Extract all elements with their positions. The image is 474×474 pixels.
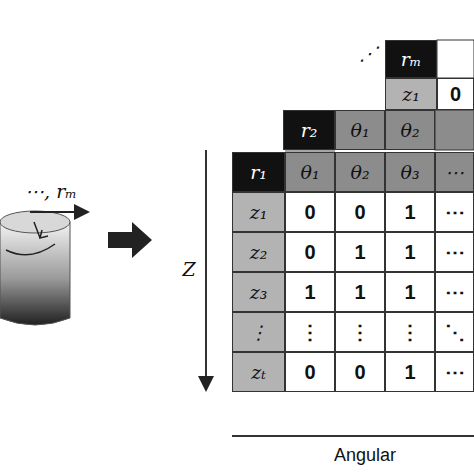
table-cell: ⋱ bbox=[435, 312, 474, 352]
ellipsis: ⋰ bbox=[350, 36, 386, 70]
table-cell: 0 bbox=[285, 352, 335, 392]
row-label: zₜ bbox=[232, 352, 285, 392]
table-cell: ⋯ bbox=[435, 192, 474, 232]
table-cell: 0 bbox=[285, 232, 335, 272]
table-cell: 1 bbox=[385, 192, 435, 232]
row-label: z₂ bbox=[232, 232, 285, 272]
row-label: z₁ bbox=[385, 78, 437, 110]
table-cell: 0 bbox=[335, 352, 385, 392]
table-cell: 1 bbox=[335, 232, 385, 272]
table-cell: 1 bbox=[385, 232, 435, 272]
column-header: ⋯ bbox=[435, 152, 474, 192]
transform-arrow bbox=[108, 222, 152, 258]
blank-cell bbox=[435, 110, 474, 150]
radius-label: ⋯, rₘ bbox=[8, 178, 94, 204]
table-cell: ⋯ bbox=[435, 272, 474, 312]
table-cell: ⋯ bbox=[435, 232, 474, 272]
column-header: θ₃ bbox=[385, 152, 435, 192]
column-header: θ₁ bbox=[335, 110, 385, 150]
table-header: r₂ bbox=[283, 110, 335, 150]
row-label: z₃ bbox=[232, 272, 285, 312]
axis-label: Z bbox=[176, 254, 202, 284]
table-cell: ⋮ bbox=[285, 312, 335, 352]
radius-arrow bbox=[30, 211, 86, 213]
table-cell: 0 bbox=[335, 192, 385, 232]
table-cell: 1 bbox=[385, 352, 435, 392]
axis-label: Angular bbox=[310, 442, 420, 468]
z-axis bbox=[205, 150, 207, 388]
table-cell: 1 bbox=[285, 272, 335, 312]
table-cell: 1 bbox=[335, 272, 385, 312]
table-cell: ⋮ bbox=[385, 312, 435, 352]
angular-axis bbox=[232, 435, 474, 437]
row-label: z₁ bbox=[232, 192, 285, 232]
table-cell: 0 bbox=[437, 78, 474, 110]
blank-cell bbox=[437, 40, 474, 78]
table-cell: 1 bbox=[385, 272, 435, 312]
column-header: θ₂ bbox=[335, 152, 385, 192]
table-header: r₁ bbox=[232, 152, 285, 192]
column-header: θ₁ bbox=[285, 152, 335, 192]
cylinder bbox=[0, 211, 70, 325]
table-header: rₘ bbox=[385, 40, 437, 78]
column-header: θ₂ bbox=[385, 110, 435, 150]
table-cell: ⋮ bbox=[335, 312, 385, 352]
row-label: ⋮ bbox=[232, 312, 285, 352]
table-cell: ⋯ bbox=[435, 352, 474, 392]
table-cell: 0 bbox=[285, 192, 335, 232]
